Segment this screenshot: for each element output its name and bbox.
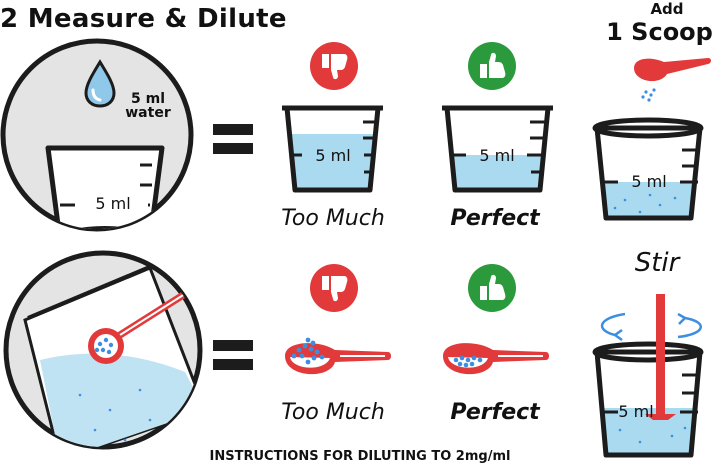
equals-sign	[213, 124, 253, 154]
cup-ml-label: 5 ml	[466, 146, 528, 165]
thumbs-up-icon	[468, 42, 516, 90]
cup-ml-label: 5 ml	[302, 146, 364, 165]
caption-too-much: Too Much	[258, 206, 408, 231]
thumbs-down-icon	[310, 264, 358, 312]
scoop-too-much	[285, 338, 391, 375]
caption-too-much: Too Much	[258, 400, 408, 425]
stir-stick	[656, 294, 665, 414]
cup-with-water	[590, 120, 710, 222]
cup-ml-label: 5 ml	[618, 172, 680, 191]
equals-sign	[213, 340, 253, 370]
caption-perfect: Perfect	[420, 206, 570, 231]
water-amount-unit: water	[108, 106, 188, 120]
water-amount-value: 5 ml	[108, 92, 188, 106]
caption-perfect: Perfect	[420, 400, 570, 425]
thumbs-up-icon	[468, 264, 516, 312]
scoop-icon	[634, 58, 711, 102]
stir-arrows-icon	[602, 314, 701, 340]
scoop-perfect	[443, 343, 549, 374]
water-amount-label: 5 ml water	[108, 92, 188, 120]
stir-label: Stir	[612, 248, 702, 278]
cup-ml-label: 5 ml	[618, 402, 654, 421]
powder-bag-circle	[6, 253, 205, 460]
thumbs-down-icon	[310, 42, 358, 90]
cup-ml-label: 5 ml	[78, 194, 148, 213]
footer-instructions: INSTRUCTIONS FOR DILUTING TO 2mg/ml	[120, 449, 600, 464]
